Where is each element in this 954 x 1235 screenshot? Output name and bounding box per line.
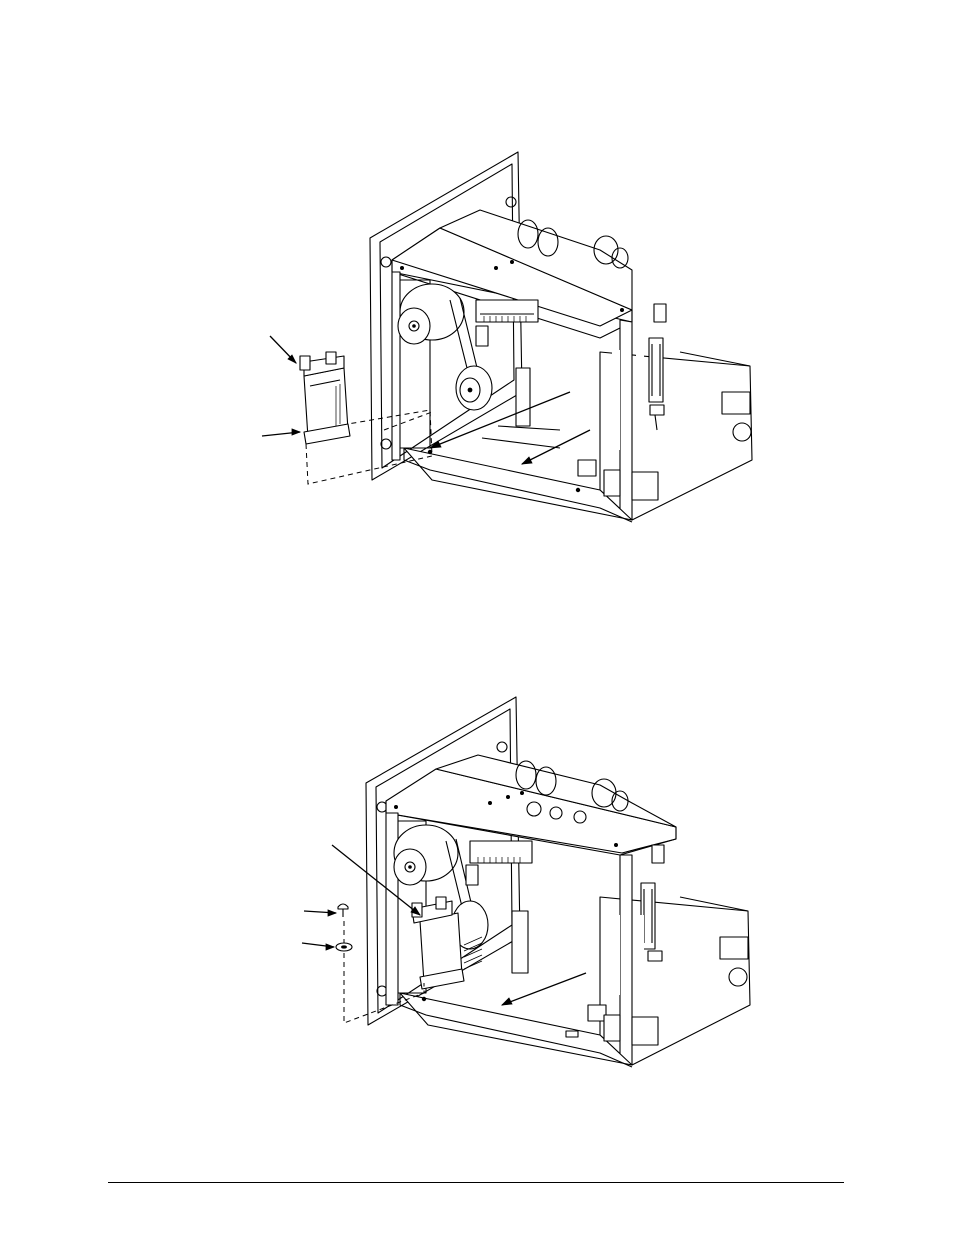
drive-pulley <box>456 366 492 410</box>
right-side-plate <box>620 320 632 520</box>
printer-board-installed-illustration <box>0 675 954 1095</box>
side-plug <box>632 472 658 500</box>
footer-rule <box>108 1182 844 1183</box>
bottom-tray <box>404 448 632 520</box>
rear-connector <box>720 937 748 959</box>
exploded-board <box>300 352 350 444</box>
bottom-tray <box>400 993 632 1065</box>
internal-header <box>470 841 532 863</box>
power-switch <box>652 845 664 863</box>
printer-board-removed-illustration <box>0 130 954 550</box>
printer-assembled-view-drawing <box>0 675 954 1095</box>
rear-connector <box>722 392 750 414</box>
side-connector <box>649 338 663 402</box>
side-plug <box>632 1017 658 1045</box>
guide-block <box>516 368 530 426</box>
guide-block <box>512 911 528 973</box>
power-switch <box>654 304 666 322</box>
right-side-plate <box>620 855 632 1065</box>
printer-exploded-view-drawing <box>0 130 954 550</box>
screw <box>338 904 348 909</box>
side-frame <box>392 272 400 460</box>
internal-header <box>476 300 538 322</box>
